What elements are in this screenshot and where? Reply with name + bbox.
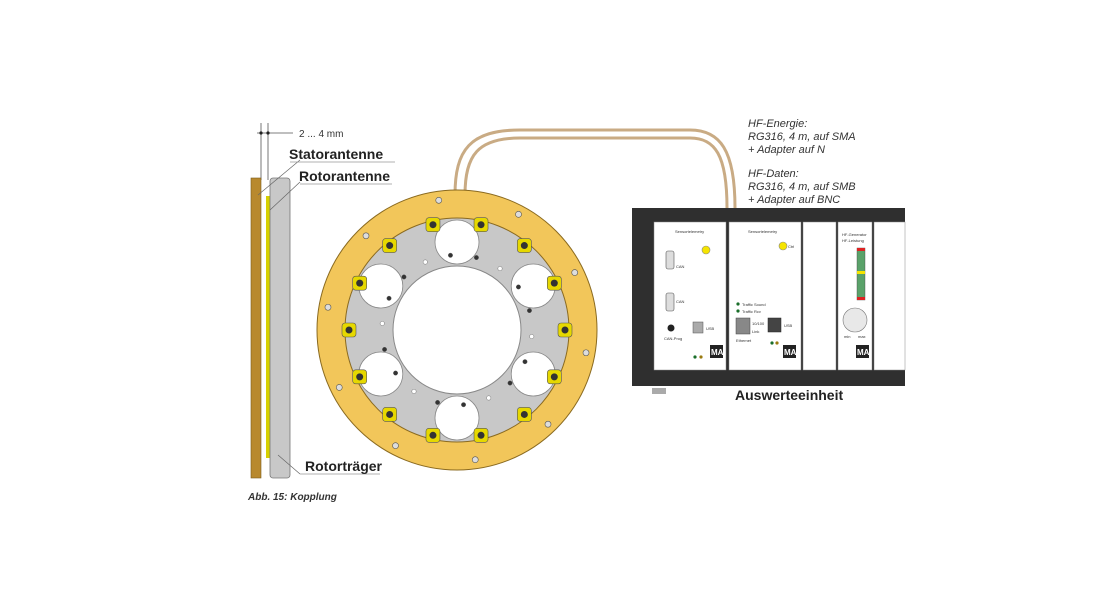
svg-text:HF-Energie:: HF-Energie:	[748, 118, 807, 130]
svg-text:USB: USB	[706, 326, 715, 331]
mounting-hole	[335, 384, 343, 391]
mounting-hole	[571, 269, 579, 276]
stator-antenna-label: Statorantenne	[289, 146, 383, 162]
svg-text:HF-Generator: HF-Generator	[842, 232, 867, 237]
rotor-antenna-label: Rotorantenne	[299, 168, 390, 184]
can-connector-1	[665, 250, 675, 270]
svg-text:Link: Link	[752, 329, 759, 334]
svg-text:+ Adapter auf N: + Adapter auf N	[748, 144, 825, 156]
svg-text:HF-Daten:: HF-Daten:	[748, 168, 799, 180]
svg-text:Ctrl: Ctrl	[788, 244, 794, 249]
svg-text:HF-Leistung: HF-Leistung	[842, 238, 864, 243]
mounting-hole	[471, 456, 479, 464]
dimension-label: 2 ... 4 mm	[299, 129, 343, 140]
mounting-hole	[392, 442, 399, 449]
svg-text:Ethernet: Ethernet	[736, 338, 752, 343]
mounting-hole	[362, 232, 370, 240]
svg-text:RG316, 4 m, auf SMA: RG316, 4 m, auf SMA	[748, 131, 856, 143]
svg-text:CAN-Prog: CAN-Prog	[664, 336, 682, 341]
rotor-antenna-side	[266, 196, 270, 458]
cables	[453, 128, 737, 209]
usb-port-1	[692, 321, 704, 334]
svg-text:CAN: CAN	[676, 264, 685, 269]
svg-text:USB: USB	[784, 323, 793, 328]
coupling-ring	[316, 189, 598, 471]
power-knob[interactable]	[842, 307, 868, 333]
mounting-hole	[582, 349, 590, 357]
plate-cutout	[434, 219, 480, 265]
panel-blank	[802, 221, 837, 371]
mounting-hole	[515, 211, 522, 218]
plate-cutout	[434, 395, 480, 441]
evaluation-unit-label: Auswerteeinheit	[735, 387, 843, 403]
ethernet-port	[735, 317, 751, 335]
svg-text:MA: MA	[711, 348, 724, 357]
usb-port-2	[767, 317, 782, 333]
stator-antenna-side	[250, 177, 262, 479]
can-connector-2	[665, 292, 675, 312]
svg-text:10/100: 10/100	[752, 321, 765, 326]
svg-text:MA: MA	[857, 348, 870, 357]
hf-data-note: HF-Daten: RG316, 4 m, auf SMB + Adapter …	[748, 168, 856, 206]
evaluation-unit: Sensortelemetry CAN CAN CAN-Prog USB MA …	[632, 208, 906, 403]
rotor-carrier-side	[269, 177, 291, 479]
svg-text:max: max	[858, 334, 866, 339]
mounting-hole	[544, 420, 552, 428]
rotor-carrier-label: Rotorträger	[305, 458, 383, 474]
svg-text:+ Adapter auf BNC: + Adapter auf BNC	[748, 194, 840, 206]
mounting-hole	[324, 303, 332, 311]
svg-text:Traffic Rcv: Traffic Rcv	[742, 309, 761, 314]
svg-text:RG316, 4 m, auf SMB: RG316, 4 m, auf SMB	[748, 181, 856, 193]
mounting-hole	[435, 196, 443, 204]
svg-text:CAN: CAN	[676, 299, 685, 304]
svg-text:MA: MA	[784, 348, 797, 357]
dimension-marker: 2 ... 4 mm	[257, 123, 343, 180]
svg-text:Sensortelemetry: Sensortelemetry	[748, 229, 777, 234]
figure-caption: Abb. 15: Kopplung	[247, 492, 337, 503]
svg-text:min: min	[844, 334, 850, 339]
svg-text:Sensortelemetry: Sensortelemetry	[675, 229, 704, 234]
svg-text:Traffic Sound: Traffic Sound	[742, 302, 766, 307]
hf-energy-note: HF-Energie: RG316, 4 m, auf SMA + Adapte…	[748, 118, 856, 156]
